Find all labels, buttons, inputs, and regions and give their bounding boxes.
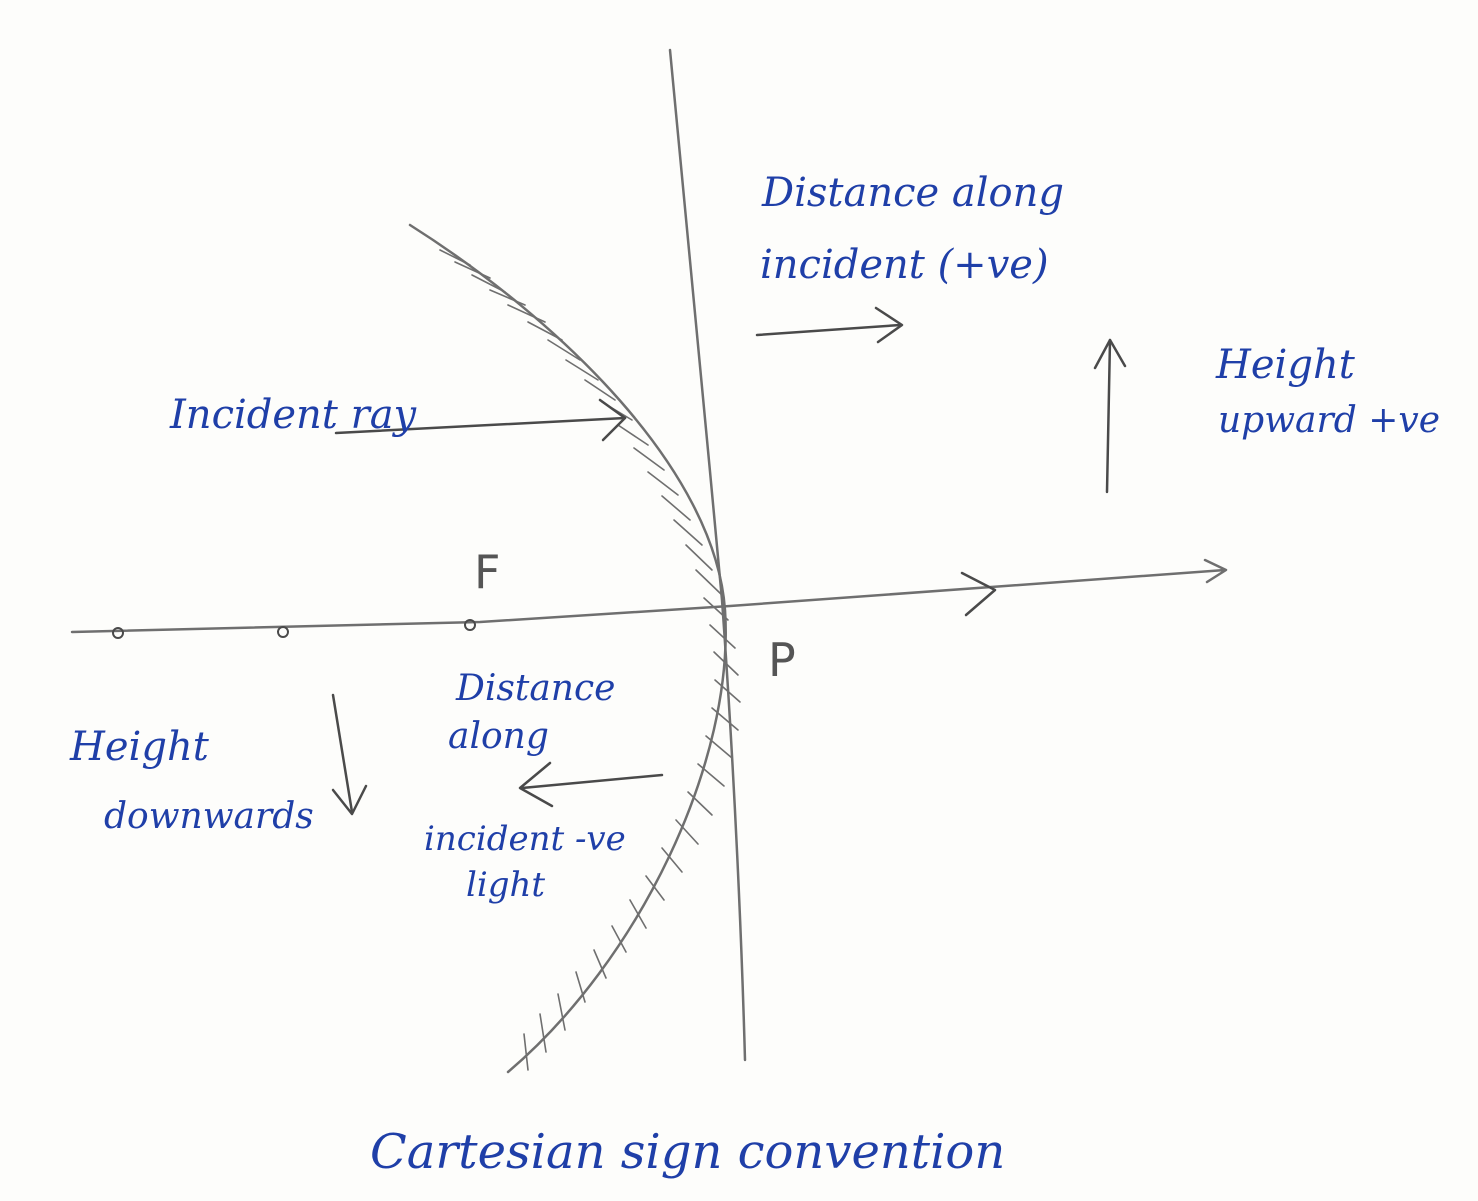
positive-distance-arrow: [755, 323, 902, 337]
negative-distance-label-line3: incident -ve: [424, 819, 626, 859]
mirror-hatching: [439, 249, 741, 1071]
diagram-caption: Cartesian sign convention: [370, 1124, 1005, 1180]
principal-axis-mid-arrow: [960, 571, 997, 617]
principal-axis-arrowhead: [1203, 558, 1228, 584]
height-down-label-line1: Height: [69, 724, 210, 770]
pole-label: P: [768, 633, 796, 687]
negative-distance-label-line4: light: [466, 865, 545, 905]
principal-axis: [70, 568, 1227, 634]
height-up-arrowhead: [1093, 338, 1127, 370]
height-up-label-line1: Height: [1215, 342, 1356, 388]
positive-distance-label-line1: Distance along: [761, 170, 1064, 216]
focus-label: F: [474, 545, 500, 599]
negative-distance-arrowhead: [518, 761, 554, 808]
height-up-label-line2: upward +ve: [1218, 400, 1440, 441]
axis-point-2: [277, 626, 289, 638]
incident-ray-arrowhead: [598, 398, 627, 442]
height-down-arrow: [331, 693, 354, 814]
incident-ray: [334, 416, 627, 435]
vertical-reference-line: [668, 48, 747, 1062]
incident-ray-label: Incident ray: [169, 392, 418, 438]
height-down-label-line2: downwards: [104, 796, 314, 837]
height-up-arrow: [1105, 338, 1112, 494]
negative-distance-label-line1: Distance: [455, 668, 615, 709]
negative-distance-label-line2: along: [448, 716, 549, 757]
height-down-arrowhead: [331, 784, 368, 816]
axis-point-1: [112, 627, 124, 639]
negative-distance-arrow: [520, 773, 664, 790]
positive-distance-arrowhead: [874, 306, 904, 344]
positive-distance-label-line2: incident (+ve): [760, 242, 1049, 288]
focus-point: [464, 619, 476, 631]
